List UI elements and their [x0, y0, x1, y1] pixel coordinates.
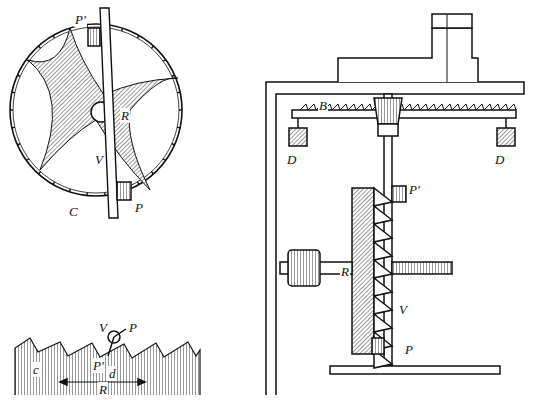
part-letter: V: [94, 152, 104, 167]
part-letter-box: c: [32, 360, 40, 378]
rim-tick: [38, 172, 40, 174]
rim-tick: [17, 144, 20, 145]
rim-tick: [152, 172, 154, 174]
rim-tick: [10, 109, 13, 110]
rim-tick: [53, 36, 55, 39]
part-letter-box: V: [398, 300, 408, 318]
part-letter: P': [74, 12, 87, 27]
part-letter: V: [398, 302, 408, 317]
part-letter-box: P': [408, 180, 421, 198]
rim-tick: [12, 127, 15, 129]
part-letter: P: [134, 200, 144, 215]
part-letter-box: C: [68, 202, 79, 220]
rim-tick: [177, 127, 180, 129]
part-letter: B: [318, 98, 328, 113]
part-letter: P': [92, 358, 105, 373]
part-letter-box: R: [98, 380, 108, 398]
part-letter-box: d: [108, 364, 117, 382]
part-letter-box: P': [92, 356, 105, 374]
part-letter: d: [108, 366, 117, 381]
part-letter: V: [98, 320, 108, 335]
part-letter: D: [286, 152, 297, 167]
part-letter-box: D: [286, 150, 297, 168]
part-letter-box: R: [120, 106, 130, 124]
part-letter: R: [120, 108, 130, 123]
rim-tick: [86, 193, 88, 196]
part-letter-box: V: [98, 318, 108, 336]
part-letter-box: V: [94, 150, 104, 168]
part-letter-box: R: [340, 262, 350, 280]
rim-tick: [172, 75, 175, 76]
rim-tick: [179, 109, 182, 110]
rim-tick: [163, 159, 165, 161]
part-letter: R: [340, 264, 350, 279]
rim-tick: [17, 75, 20, 76]
rim-tick: [152, 46, 154, 48]
part-letter: P: [128, 320, 138, 335]
part-letter: R: [98, 382, 108, 397]
rim-tick: [38, 46, 40, 48]
part-letter: P: [404, 342, 414, 357]
part-letter-box: P: [128, 318, 138, 336]
rim-tick: [104, 193, 106, 196]
rim-tick: [53, 182, 55, 185]
beam-teeth: [300, 104, 516, 110]
part-letter: D: [494, 152, 505, 167]
rim-tick: [121, 28, 123, 31]
part-letter-box: D: [494, 150, 505, 168]
rim-tick: [163, 59, 165, 61]
rim-tick: [12, 91, 15, 93]
rim-tick: [138, 182, 140, 185]
part-letter: C: [68, 204, 79, 219]
part-letter-box: P': [74, 10, 87, 28]
part-letter-box: B: [318, 96, 328, 114]
rim-tick: [177, 91, 180, 93]
rim-tick: [138, 36, 140, 39]
part-letter: P': [408, 182, 421, 197]
part-letter-box: P: [404, 340, 414, 358]
rim-tick: [26, 159, 28, 161]
part-letter: c: [32, 362, 40, 377]
part-letter-box: P: [134, 198, 144, 216]
rim-tick: [172, 144, 175, 145]
rim-tick: [69, 189, 71, 192]
